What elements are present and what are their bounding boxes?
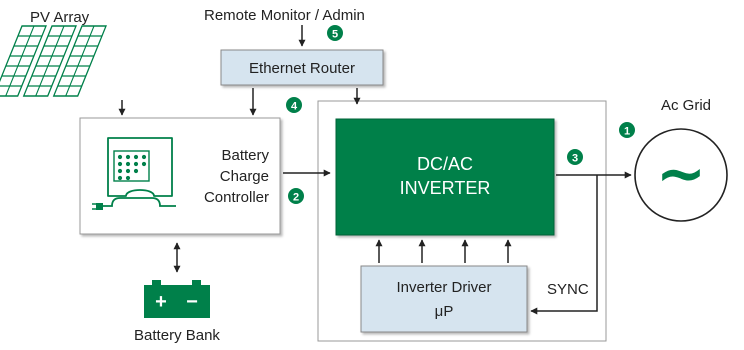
battery-charge-label-3: Controller (204, 189, 269, 206)
ethernet-router-label: Ethernet Router (249, 60, 355, 77)
battery-charge-label-2: Charge (220, 168, 269, 185)
battery-minus-icon: − (186, 291, 198, 313)
remote-monitor-label: Remote Monitor / Admin (204, 7, 365, 24)
marker-5: 5 (327, 25, 343, 41)
battery-charge-label-1: Battery (221, 147, 269, 164)
inverter-driver-label-2: μP (435, 303, 454, 320)
marker-4-number: 4 (291, 101, 298, 113)
sync-feedback-arrow (530, 175, 598, 315)
ac-grid-label: Ac Grid (661, 97, 711, 114)
marker-4: 4 (286, 97, 302, 113)
connectors (118, 25, 632, 315)
inverter-label-1: DC/AC (417, 154, 473, 174)
pv-array-label: PV Array (30, 9, 90, 26)
marker-3: 3 (567, 149, 583, 165)
marker-3-number: 3 (572, 153, 578, 165)
pv-array-icon (0, 25, 107, 97)
inverter-driver-label-1: Inverter Driver (396, 279, 491, 296)
battery-plus-icon: + (155, 291, 167, 313)
sine-wave-icon: ~ (656, 139, 706, 209)
marker-2: 2 (288, 188, 304, 204)
battery-icon (144, 280, 210, 318)
marker-5-number: 5 (332, 29, 338, 41)
inverter-driver-box (360, 265, 528, 333)
dc-ac-inverter-box (335, 118, 555, 236)
ac-grid-circle (634, 128, 728, 222)
sync-label: SYNC (547, 281, 589, 298)
ethernet-router-box (220, 49, 384, 86)
marker-2-number: 2 (293, 192, 299, 204)
inverter-label-2: INVERTER (400, 178, 491, 198)
battery-bank-label: Battery Bank (134, 327, 220, 344)
marker-1: 1 (619, 122, 635, 138)
marker-1-number: 1 (624, 126, 630, 138)
charge-controller-icon (92, 137, 176, 210)
